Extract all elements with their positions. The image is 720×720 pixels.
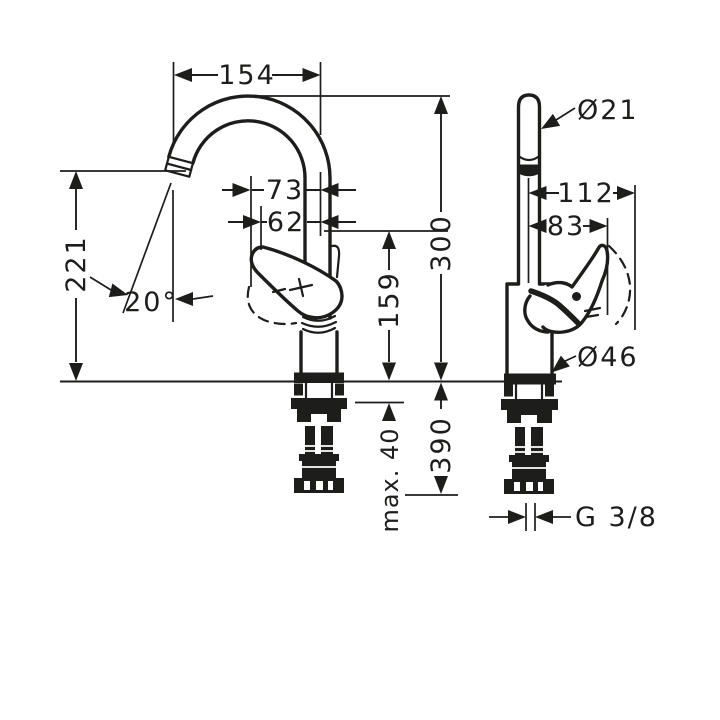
dimension-outlet-height: 221 xyxy=(60,170,186,381)
dimension-total-height: 300 xyxy=(250,95,457,381)
dimension-spout-reach: 154 xyxy=(172,60,322,142)
handle-collar xyxy=(523,294,550,334)
dimension-spout-diameter: Ø21 xyxy=(541,95,639,129)
dimension-install-height: 390 xyxy=(405,382,458,496)
dim-label-max40: max. 40 xyxy=(376,427,404,532)
dim-label-d21: Ø21 xyxy=(577,95,639,126)
dim-label-73: 73 xyxy=(266,175,304,206)
dimension-connection-thread: G 3/8 xyxy=(489,502,658,533)
handle-hatch-lines xyxy=(583,306,602,319)
aerator-curve-side xyxy=(518,155,540,162)
dimension-base-diameter: Ø46 xyxy=(551,342,639,373)
spout-aerator-line xyxy=(165,162,193,172)
handle-swing-dashed-side xyxy=(607,244,632,326)
lever-handle-side-fill xyxy=(524,244,609,334)
spout-pipe-side xyxy=(516,93,542,285)
dimension-swivel-angle: 20° xyxy=(89,182,214,322)
handle-band xyxy=(528,288,581,326)
dimension-handle-offset: 62 xyxy=(228,207,356,238)
faucet-body-front xyxy=(299,330,339,375)
plus-symbol xyxy=(288,277,314,298)
dim-label-159: 159 xyxy=(374,271,405,329)
dim-label-300: 300 xyxy=(426,214,457,272)
dim-label-221: 221 xyxy=(61,235,92,293)
mounting-set-side xyxy=(501,382,558,494)
dimension-raised-handle-offset: 73 xyxy=(222,172,356,287)
dim-label-62: 62 xyxy=(267,207,305,238)
dimension-mid-height: 159 xyxy=(324,230,448,381)
temp-indicator-dot xyxy=(572,292,581,301)
spout-inner-curve xyxy=(191,119,307,302)
dim-label-20deg: 20° xyxy=(124,287,178,318)
dim-label-154: 154 xyxy=(218,60,276,91)
raised-handle-ghost xyxy=(330,244,341,279)
swivel-joint-rings xyxy=(300,314,338,334)
dim-label-83: 83 xyxy=(547,211,585,242)
dim-label-390: 390 xyxy=(426,416,457,474)
dim-label-112: 112 xyxy=(557,178,615,209)
handle-swing-dashed xyxy=(246,285,298,326)
spout-outer-curve xyxy=(167,94,332,320)
front-view-faucet xyxy=(164,94,347,493)
dim-label-g38: G 3/8 xyxy=(575,502,658,533)
mounting-set-front xyxy=(291,381,347,493)
dimension-handle-projection: 112 xyxy=(528,178,636,330)
aerator-band-side xyxy=(519,164,539,177)
dimension-handle-projection-inner: 83 xyxy=(528,211,609,315)
dimension-max-counter-thickness: max. 40 xyxy=(355,401,404,533)
deck-plate-side xyxy=(504,373,556,385)
deck-plate-front xyxy=(294,372,344,383)
minus-symbol xyxy=(271,287,287,294)
dim-label-d46: Ø46 xyxy=(577,342,639,373)
side-view-faucet xyxy=(501,93,632,494)
